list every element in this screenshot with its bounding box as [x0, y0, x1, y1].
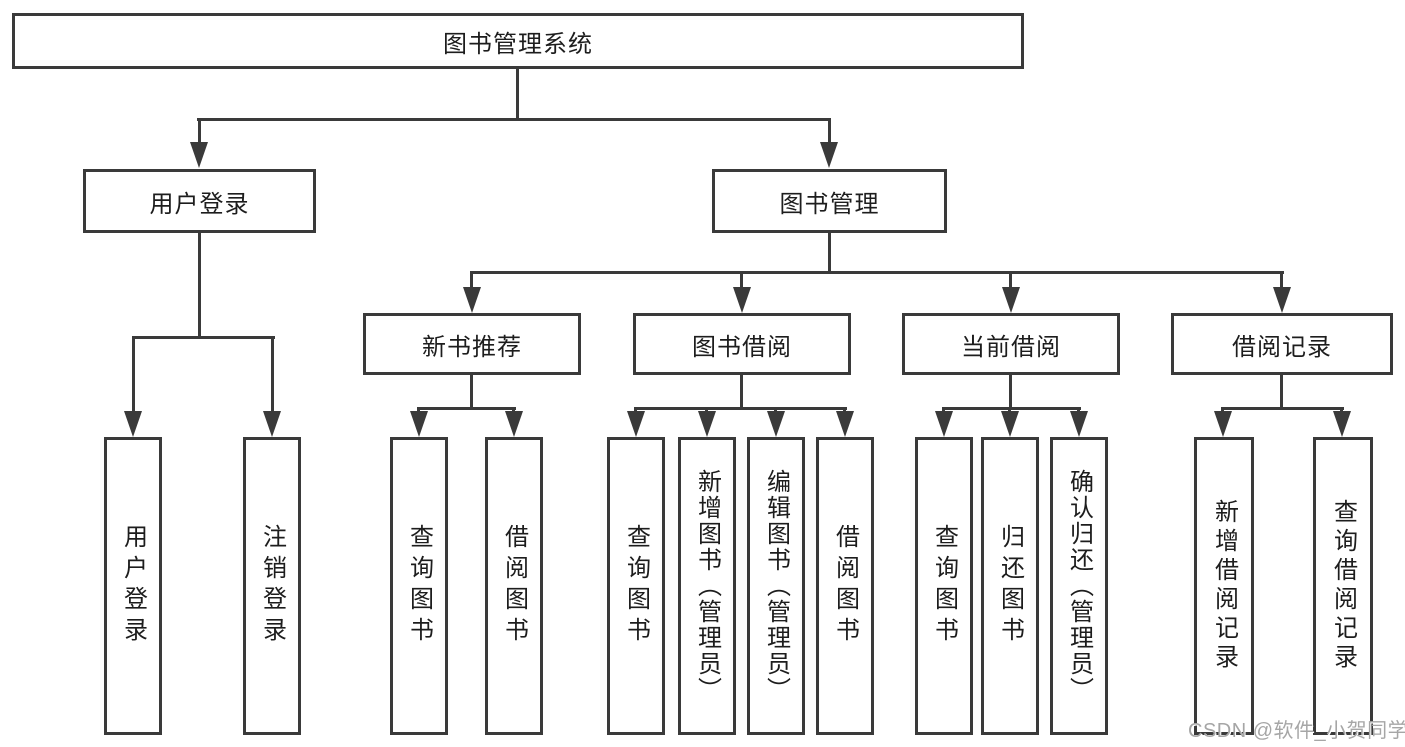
arrowhead-down-current-borrowing	[1002, 287, 1020, 313]
node-new-book-recommend-label: 新书推荐	[422, 333, 522, 361]
connector-stub-current-borrowing	[1009, 271, 1012, 288]
leaf-query-books-current: 查询图书	[915, 437, 973, 735]
node-book-borrowing: 图书借阅	[633, 313, 851, 375]
connector-stub-return-books	[1008, 407, 1011, 413]
connector-book-management-vertical	[828, 233, 831, 271]
connector-stub-query-books-recommend	[417, 407, 420, 413]
node-book-borrowing-label: 图书借阅	[692, 333, 792, 361]
arrowhead-down-query-books-borrowing	[627, 411, 645, 437]
leaf-add-books-admin: 新增图书（管理员）	[678, 437, 736, 735]
node-user-login-label: 用户登录	[149, 190, 250, 218]
arrowhead-down-edit-books-admin	[767, 411, 785, 437]
leaf-query-books-recommend-label: 查询图书	[405, 524, 433, 648]
leaf-add-borrow-record: 新增借阅记录	[1194, 437, 1254, 735]
connector-stub-book-management	[828, 118, 831, 144]
arrowhead-down-add-borrow-record	[1214, 411, 1232, 437]
connector-current-vertical	[1009, 375, 1012, 407]
connector-recommend-horizontal	[417, 407, 516, 410]
leaf-borrow-books-borrowing-label: 借阅图书	[831, 524, 859, 648]
connector-stub-query-books-borrowing	[634, 407, 637, 413]
node-user-login: 用户登录	[83, 169, 316, 233]
connector-stub-borrowing-records	[1280, 271, 1283, 288]
node-book-management-label: 图书管理	[779, 190, 880, 218]
connector-stub-query-borrow-record	[1340, 407, 1343, 413]
leaf-edit-books-admin: 编辑图书（管理员）	[747, 437, 805, 735]
arrowhead-down-leaf-logout	[263, 411, 281, 437]
leaf-query-books-current-label: 查询图书	[930, 524, 958, 648]
leaf-user-login: 用户登录	[104, 437, 162, 735]
leaf-user-login-label: 用户登录	[119, 524, 147, 648]
connector-stub-user-login	[198, 118, 201, 144]
arrowhead-down-add-books-admin	[698, 411, 716, 437]
connector-stub-leaf-logout	[271, 336, 274, 412]
connector-records-horizontal	[1221, 407, 1344, 410]
connector-stub-book-borrowing	[740, 271, 743, 288]
leaf-edit-books-admin-label: 编辑图书（管理员）	[762, 469, 790, 703]
leaf-add-borrow-record-label: 新增借阅记录	[1210, 499, 1238, 673]
arrowhead-down-leaf-user-login	[124, 411, 142, 437]
connector-recommend-vertical	[470, 375, 473, 407]
connector-stub-leaf-user-login	[132, 336, 135, 412]
leaf-borrow-books-recommend: 借阅图书	[485, 437, 543, 735]
leaf-confirm-return-admin: 确认归还（管理员）	[1050, 437, 1108, 735]
connector-stub-add-books-admin	[705, 407, 708, 413]
node-new-book-recommend: 新书推荐	[363, 313, 581, 375]
node-book-management: 图书管理	[712, 169, 947, 233]
arrowhead-down-query-books-current	[935, 411, 953, 437]
arrowhead-down-book-management	[820, 142, 838, 168]
leaf-query-borrow-record: 查询借阅记录	[1313, 437, 1373, 735]
node-current-borrowing-label: 当前借阅	[961, 333, 1061, 361]
leaf-query-books-recommend: 查询图书	[390, 437, 448, 735]
connector-user-login-vertical	[198, 233, 201, 336]
connector-stub-borrow-books-recommend	[512, 407, 515, 413]
arrowhead-down-query-books-recommend	[410, 411, 428, 437]
arrowhead-down-book-borrowing	[733, 287, 751, 313]
connector-root-vertical	[516, 69, 519, 118]
connector-stub-add-borrow-record	[1221, 407, 1224, 413]
watermark: CSDN @软件_小贺同学	[1188, 720, 1405, 742]
leaf-logout: 注销登录	[243, 437, 301, 735]
connector-stub-confirm-return-admin	[1077, 407, 1080, 413]
leaf-logout-label: 注销登录	[258, 524, 286, 648]
leaf-confirm-return-admin-label: 确认归还（管理员）	[1065, 469, 1093, 703]
node-borrowing-records: 借阅记录	[1171, 313, 1393, 375]
connector-borrowing-vertical	[740, 375, 743, 407]
arrowhead-down-borrowing-records	[1273, 287, 1291, 313]
connector-level2-horizontal	[197, 118, 831, 121]
leaf-return-books-label: 归还图书	[996, 524, 1024, 648]
connector-stub-query-books-current	[942, 407, 945, 413]
arrowhead-down-return-books	[1001, 411, 1019, 437]
leaf-borrow-books-recommend-label: 借阅图书	[500, 524, 528, 648]
connector-current-horizontal	[942, 407, 1081, 410]
arrowhead-down-borrow-books-borrowing	[836, 411, 854, 437]
arrowhead-down-borrow-books-recommend	[505, 411, 523, 437]
connector-stub-borrow-books-borrowing	[843, 407, 846, 413]
node-current-borrowing: 当前借阅	[902, 313, 1120, 375]
node-borrowing-records-label: 借阅记录	[1232, 333, 1332, 361]
connector-records-vertical	[1280, 375, 1283, 407]
leaf-borrow-books-borrowing: 借阅图书	[816, 437, 874, 735]
leaf-query-books-borrowing: 查询图书	[607, 437, 665, 735]
connector-level3-horizontal	[470, 271, 1284, 274]
arrowhead-down-query-borrow-record	[1333, 411, 1351, 437]
node-root: 图书管理系统	[12, 13, 1024, 69]
leaf-return-books: 归还图书	[981, 437, 1039, 735]
arrowhead-down-user-login	[190, 142, 208, 168]
leaf-query-borrow-record-label: 查询借阅记录	[1329, 499, 1357, 673]
leaf-add-books-admin-label: 新增图书（管理员）	[693, 469, 721, 703]
arrowhead-down-confirm-return-admin	[1070, 411, 1088, 437]
connector-stub-new-book-recommend	[470, 271, 473, 288]
arrowhead-down-new-book-recommend	[463, 287, 481, 313]
node-root-label: 图书管理系统	[443, 30, 593, 58]
connector-user-group-horizontal	[132, 336, 275, 339]
connector-borrowing-horizontal	[634, 407, 847, 410]
connector-stub-edit-books-admin	[774, 407, 777, 413]
leaf-query-books-borrowing-label: 查询图书	[622, 524, 650, 648]
